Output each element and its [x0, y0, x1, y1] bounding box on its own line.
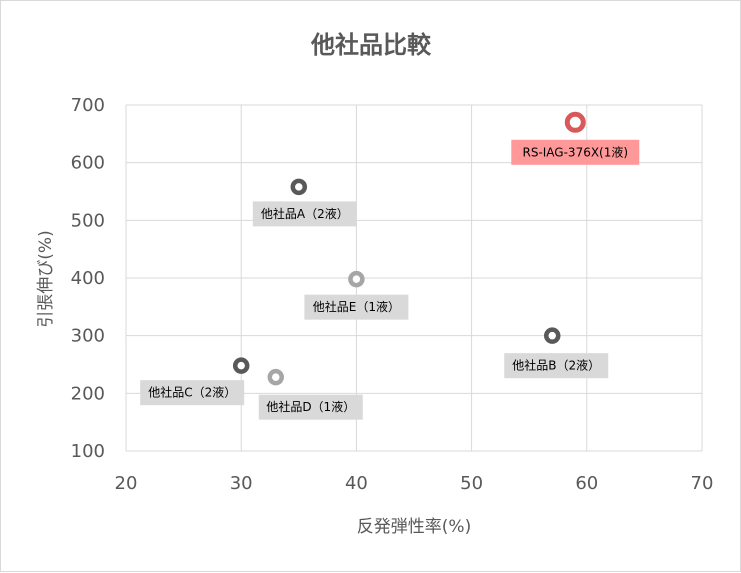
data-label: 他社品A（2液） [261, 206, 349, 221]
axis-ticks: 20 30 40 50 60 70 100 200 300 400 500 600 700 [71, 95, 714, 494]
y-tick-label: 600 [71, 153, 105, 174]
data-point [232, 357, 250, 374]
x-tick-label: 20 [115, 473, 138, 494]
x-tick-label: 70 [691, 473, 714, 494]
data-point [290, 178, 308, 196]
data-points [232, 111, 586, 386]
data-label: 他社品C（2液） [148, 385, 236, 400]
data-label-box [511, 139, 640, 165]
grid-lines [125, 104, 703, 452]
data-label-box [140, 380, 245, 406]
data-label: 他社品B（2液） [512, 358, 600, 373]
x-tick-label: 30 [230, 473, 253, 494]
x-tick-label: 60 [575, 473, 598, 494]
x-axis-label: 反発弾性率(%) [357, 517, 471, 537]
data-label-box [304, 294, 409, 320]
y-tick-label: 400 [71, 268, 105, 289]
data-label: RS-IAG-376X(1液) [522, 144, 628, 159]
data-label-box [258, 394, 363, 420]
data-label-box [252, 201, 357, 227]
data-label: 他社品D（1液） [266, 399, 355, 414]
y-tick-label: 700 [71, 95, 105, 116]
data-label-box [504, 353, 609, 379]
data-label: 他社品E（1液） [313, 299, 400, 314]
data-point [267, 368, 285, 386]
x-tick-label: 50 [460, 473, 483, 494]
y-tick-label: 500 [71, 210, 105, 231]
data-point [564, 111, 586, 133]
chart-title: 他社品比較 [310, 31, 432, 59]
data-point [348, 270, 365, 288]
y-axis-label: 引張伸び(%) [36, 230, 56, 327]
y-tick-label: 100 [71, 441, 105, 462]
data-labels: RS-IAG-376X(1液) 他社品A（2液） 他社品E（1液） 他社品B（2液） 他… [140, 139, 640, 420]
x-tick-label: 40 [345, 473, 368, 494]
y-tick-label: 200 [71, 383, 105, 404]
data-point [543, 327, 561, 344]
y-tick-label: 300 [71, 326, 105, 347]
